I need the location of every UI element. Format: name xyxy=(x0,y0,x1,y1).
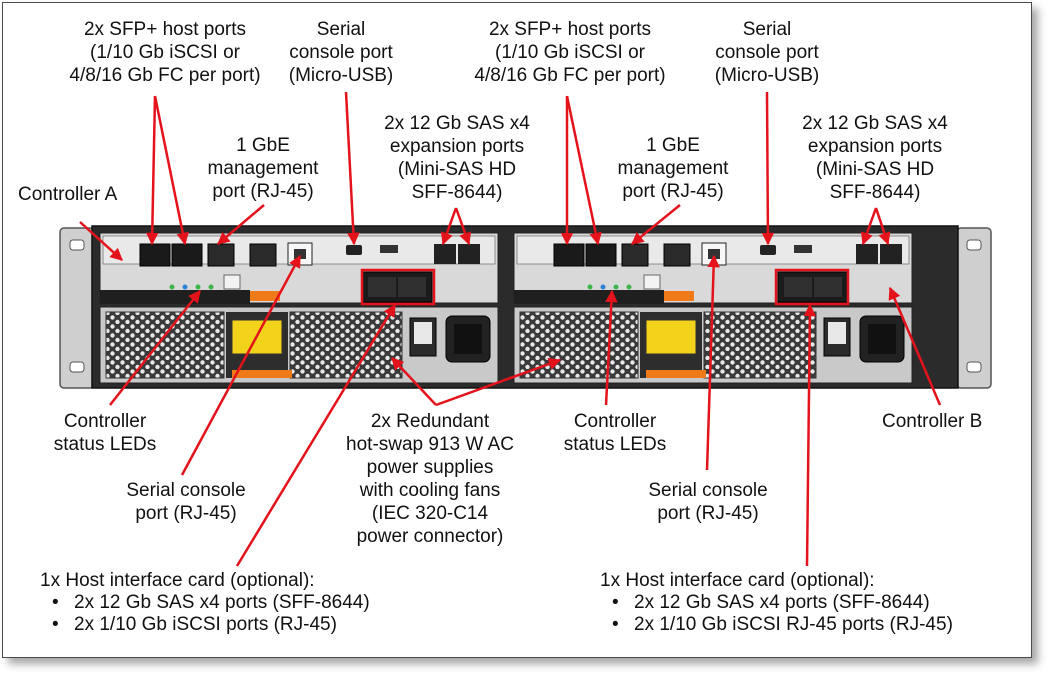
callout-arrow xyxy=(180,254,302,476)
callout-arrow xyxy=(454,207,472,246)
callout-arrow xyxy=(803,303,817,567)
host-interface-card-description-b: 1x Host interface card (optional): 2x 12… xyxy=(600,570,953,636)
hic-highlight-box-a xyxy=(360,268,436,306)
host-interface-card-description-a: 1x Host interface card (optional): 2x 12… xyxy=(40,570,370,636)
controller-a-module xyxy=(99,232,499,304)
power-supply-a xyxy=(99,306,499,384)
callout-arrow xyxy=(440,207,458,246)
callout-arrow xyxy=(235,303,397,567)
label-redundant-power-supplies: 2x Redundant hot-swap 913 W AC power sup… xyxy=(346,411,514,547)
callout-arrow xyxy=(217,204,265,245)
hic-item-b: 2x 12 Gb SAS x4 ports (SFF-8644) xyxy=(600,592,953,614)
label-management-port-a: 1 GbE management port (RJ-45) xyxy=(207,135,319,202)
callout-arrow xyxy=(888,286,942,406)
label-controller-a: Controller A xyxy=(18,184,118,205)
callout-arrow xyxy=(705,254,720,471)
host-interface-card-a xyxy=(361,271,433,303)
hic-item-a: 2x 1/10 Gb iSCSI ports (RJ-45) xyxy=(40,614,370,636)
label-serial-console-rj45-b: Serial console port (RJ-45) xyxy=(648,480,768,524)
label-controller-b: Controller B xyxy=(882,411,983,432)
callout-arrow xyxy=(435,357,562,407)
label-serial-console-rj45-a: Serial console port (RJ-45) xyxy=(126,480,246,524)
label-serial-console-usb-b: Serial console port (Micro-USB) xyxy=(714,19,820,86)
callout-arrow xyxy=(79,221,123,261)
power-supply-b xyxy=(513,306,913,384)
label-management-port-b: 1 GbE management port (RJ-45) xyxy=(617,135,729,202)
callout-arrow xyxy=(153,95,189,246)
callout-arrow xyxy=(604,289,618,406)
label-sfp-host-ports-a: 2x SFP+ host ports (1/10 Gb iSCSI or 4/8… xyxy=(69,19,261,86)
callout-arrow xyxy=(565,95,602,246)
label-controller-status-leds-b: Controller status LEDs xyxy=(563,411,667,455)
callout-arrow xyxy=(344,91,360,246)
callout-arrow xyxy=(874,207,891,246)
hic-title-a: 1x Host interface card (optional): xyxy=(40,570,315,591)
label-controller-status-leds-a: Controller status LEDs xyxy=(53,411,157,455)
hic-item-a: 2x 12 Gb SAS x4 ports (SFF-8644) xyxy=(40,592,370,614)
callout-arrow xyxy=(631,204,681,245)
callout-arrow xyxy=(145,95,159,246)
callout-arrow xyxy=(860,207,878,246)
label-serial-console-usb-a: Serial console port (Micro-USB) xyxy=(288,19,394,86)
callout-arrow xyxy=(109,290,201,406)
label-sas-expansion-ports-a: 2x 12 Gb SAS x4 expansion ports (Mini-SA… xyxy=(384,113,530,203)
hic-title-b: 1x Host interface card (optional): xyxy=(600,570,875,591)
label-sfp-host-ports-b: 2x SFP+ host ports (1/10 Gb iSCSI or 4/8… xyxy=(474,19,666,86)
hic-item-b: 2x 1/10 Gb iSCSI RJ-45 ports (RJ-45) xyxy=(600,614,953,636)
label-sas-expansion-ports-b: 2x 12 Gb SAS x4 expansion ports (Mini-SA… xyxy=(802,113,948,203)
rack-ear-right xyxy=(956,227,992,389)
callout-arrow xyxy=(391,357,437,406)
host-interface-card-b xyxy=(777,271,849,303)
callout-arrow xyxy=(761,91,775,246)
rack-ear-left xyxy=(59,227,95,389)
